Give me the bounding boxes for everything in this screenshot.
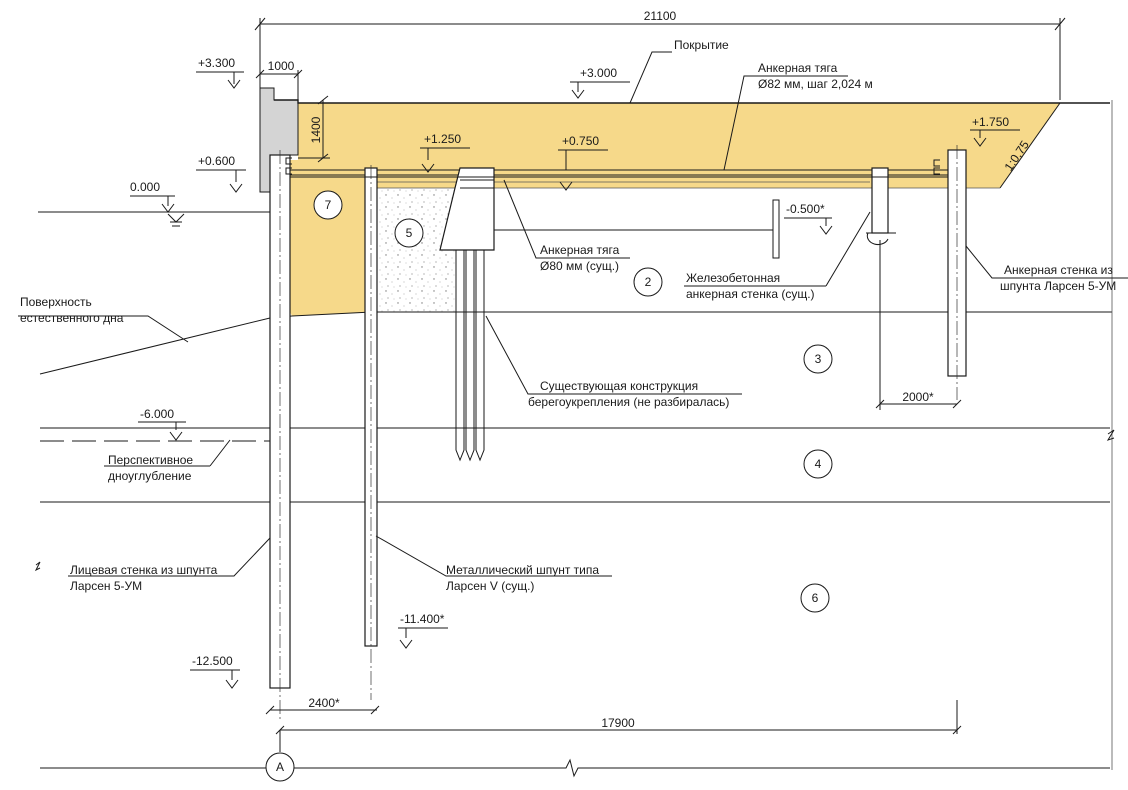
elevation-markers [130, 71, 1020, 689]
elev-pile-toe: -12.500 [192, 654, 233, 668]
label-sheet-1: Металлический шпунт типа [446, 563, 599, 577]
label-existing-2: берегоукрепления (не разбиралась) [528, 395, 729, 409]
label-seabed-2: естественного дна [20, 311, 124, 325]
label-anchor-wall-2: шпунта Ларсен 5-УМ [1000, 279, 1116, 293]
dim-pile-spacing: 2400* [308, 696, 340, 710]
elev-tie-level: +0.750 [562, 134, 599, 148]
elev-anchor-wall-top: +1.750 [972, 115, 1009, 129]
label-tie-old-1: Анкерная тяга [540, 243, 620, 257]
elev-cap-bottom: +0.600 [198, 154, 235, 168]
layer-5: 5 [406, 226, 413, 240]
elev-existing-top: +1.250 [424, 132, 461, 146]
label-existing-1: Существующая конструкция [540, 379, 698, 393]
label-tie-new-2: Ø82 мм, шаг 2,024 м [758, 77, 873, 91]
existing-piles [455, 250, 485, 462]
label-face-wall-1: Лицевая стенка из шпунта [70, 563, 218, 577]
label-anchor-wall-1: Анкерная стенка из [1004, 263, 1113, 277]
label-dredging-1: Перспективное [108, 453, 193, 467]
backfill-behind-cap [290, 160, 372, 316]
label-seabed-1: Поверхность [20, 295, 92, 309]
elev-old-pile-toe: -11.400* [400, 612, 445, 626]
elev-water: 0.000 [130, 180, 160, 194]
bracket-marks [285, 157, 940, 175]
dim-wall-to-anchor: 17900 [601, 716, 635, 730]
label-tie-new-1: Анкерная тяга [758, 61, 838, 75]
elev-surface: +3.000 [580, 66, 617, 80]
label-sheet-2: Ларсен V (сущ.) [446, 579, 534, 593]
axis-label: А [276, 760, 284, 774]
layer-markers [313, 190, 833, 613]
existing-tie-plate [772, 199, 780, 259]
dim-overall: 21100 [644, 9, 677, 23]
dim-cap-width: 1000 [268, 59, 295, 73]
leader-lines [18, 51, 1128, 577]
layer-6: 6 [812, 591, 819, 605]
label-rc-wall-2: анкерная стенка (сущ.) [686, 287, 815, 301]
label-tie-old-2: Ø80 мм (сущ.) [540, 259, 619, 273]
label-pavement: Покрытие [674, 38, 729, 52]
dim-cap-height: 1400 [309, 116, 323, 143]
label-face-wall-2: Ларсен 5-УМ [70, 579, 142, 593]
axis-bubble [265, 752, 295, 782]
label-dredging-2: дноуглубление [108, 469, 192, 483]
elev-top-cap: +3.300 [198, 56, 235, 70]
dimensions [254, 17, 1066, 735]
label-rc-wall-1: Железобетонная [686, 271, 780, 285]
layer-2: 2 [645, 275, 652, 289]
elev-existing-tie: -0.500* [786, 202, 825, 216]
dim-anchor-offset: 2000* [902, 390, 934, 404]
rc-anchor-wall [871, 167, 889, 234]
backfill-area [290, 103, 1060, 312]
layer-3: 3 [815, 352, 822, 366]
elev-dredge: -6.000 [140, 407, 174, 421]
layer-4: 4 [815, 457, 822, 471]
layer-7: 7 [325, 198, 332, 212]
